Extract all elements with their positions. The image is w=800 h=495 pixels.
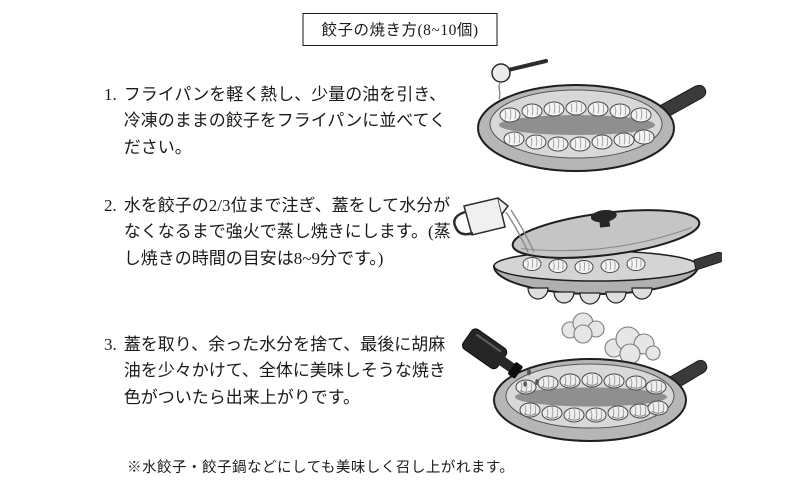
frying-pan-gyoza-oil-icon [477,59,707,172]
step-1-text: フライパンを軽く熱し、少量の油を引き、冷凍のままの餃子をフライパンに並べてくださ… [123,85,447,157]
step-1: 1. フライパンを軽く熱し、少量の油を引き、冷凍のままの餃子をフライパンに並べて… [104,82,456,161]
step-1-illustration [458,58,708,183]
step-3-text: 蓋を取り、余った水分を捨て、最後に胡麻油を少々かけて、全体に美味しそうな焼き色が… [123,335,446,407]
footnote: ※水餃子・餃子鍋などにしても美味しく召し上がれます。 [127,460,515,476]
step-2: 2. 水を餃子の2/3位まで注ぎ、蓋をして水分がなくなるまで強火で蒸し焼きにしま… [104,193,456,272]
step-3: 3. 蓋を取り、余った水分を捨て、最後に胡麻油を少々かけて、全体に美味しそうな焼… [104,332,456,411]
step-3-number: 3. [104,335,117,354]
step-1-number: 1. [104,85,117,104]
page-title-text: 餃子の焼き方(8~10個) [321,22,479,39]
page-title: 餃子の焼き方(8~10個) [302,13,498,46]
pan-steam-oil-bottle-icon [462,312,708,442]
covered-pan-water-icon [453,197,724,305]
step-2-illustration [448,182,724,317]
step-3-illustration [452,312,710,451]
step-2-text: 水を餃子の2/3位まで注ぎ、蓋をして水分がなくなるまで強火で蒸し焼きにします。(… [123,196,451,268]
step-2-number: 2. [104,196,117,215]
